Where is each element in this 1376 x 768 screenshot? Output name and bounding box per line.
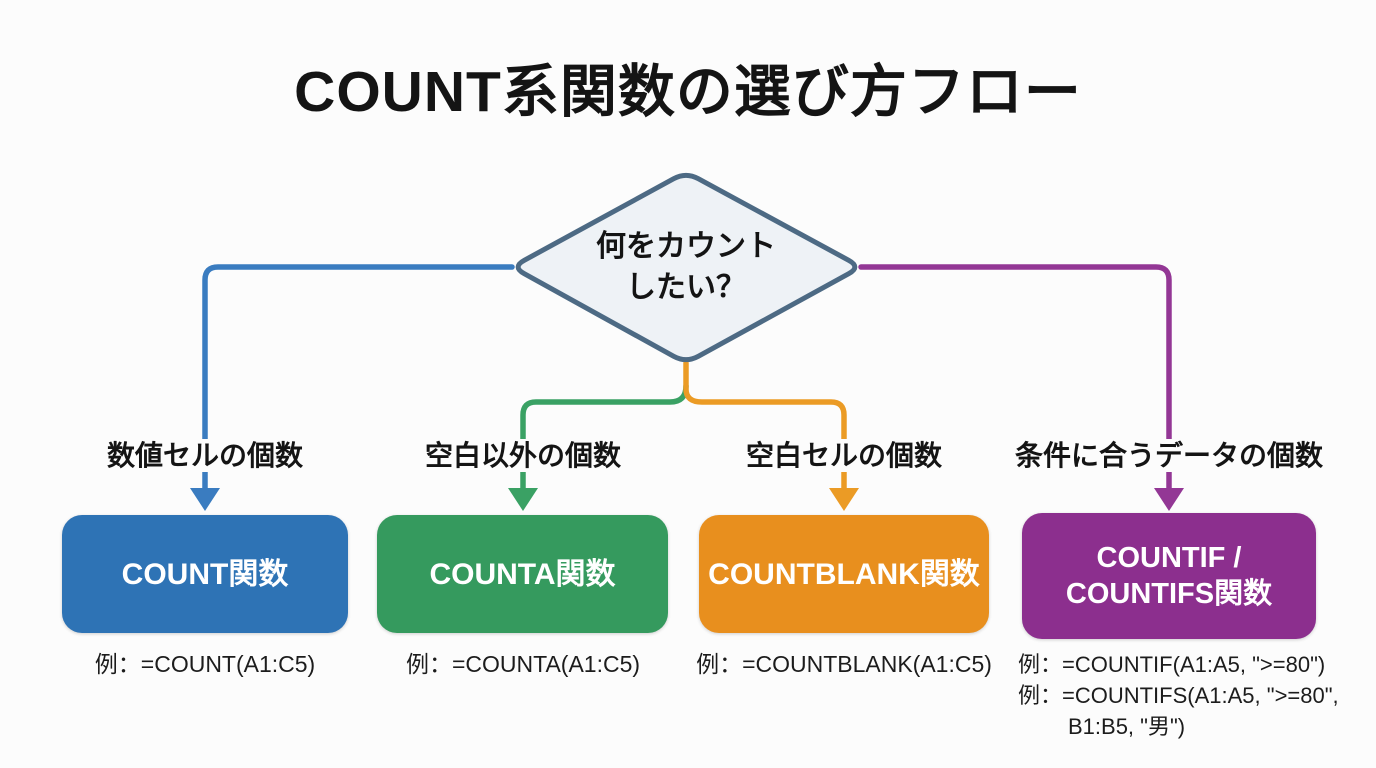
counta-example-line: 例：=COUNTA(A1:C5): [405, 651, 641, 677]
countif-example-line2: 例：=COUNTIFS(A1:A5, ">=80",: [1018, 683, 1339, 708]
countblank-example: 例：=COUNTBLANK(A1:C5): [696, 649, 992, 679]
decision-diamond: [515, 172, 858, 363]
countif-example-line1: 例：=COUNTIF(A1:A5, ">=80"): [1018, 652, 1326, 677]
arrowhead-counta-icon: [508, 488, 538, 511]
countif-box-label: COUNTIF /: [1096, 542, 1242, 574]
connector-count-line: [202, 264, 515, 497]
arrowhead-count-icon: [190, 488, 220, 511]
branch-label-countif: 条件に合うデータの個数: [1007, 439, 1331, 472]
counta-box-label: COUNTA関数: [429, 557, 616, 591]
countif-example-line3: B1:B5, "男"): [1068, 714, 1186, 739]
connector-countblank-line: [683, 360, 847, 497]
countif-example: 例：=COUNTIF(A1:A5, ">=80") 例：=COUNTIFS(A1…: [1018, 649, 1339, 742]
count-function-box: COUNT関数: [62, 515, 348, 633]
branch-label-countblank: 空白セルの個数: [738, 439, 950, 472]
counta-function-box: COUNTA関数: [377, 515, 668, 633]
connector-countif-line: [858, 264, 1172, 497]
decision-text-line2: したい？: [626, 271, 746, 304]
page-title: COUNT系関数の選び方フロー: [294, 60, 1082, 124]
countif-function-box: COUNTIF / COUNTIFS関数: [1022, 513, 1316, 639]
arrowhead-countif-icon: [1154, 488, 1184, 511]
decision-text-line1: 何をカウント: [596, 230, 776, 263]
countif-box-label-2: COUNTIFS関数: [1065, 578, 1273, 610]
counta-example: 例：=COUNTA(A1:C5): [406, 649, 640, 679]
decision-node-text: 何をカウント したい？: [526, 226, 846, 308]
branch-label-count: 数値セルの個数: [99, 439, 311, 472]
count-example-line: 例：=COUNT(A1:C5): [94, 651, 316, 677]
arrowhead-countblank-icon: [829, 488, 859, 511]
branch-label-counta: 空白以外の個数: [417, 439, 629, 472]
count-example: 例：=COUNT(A1:C5): [95, 649, 315, 679]
countblank-box-label: COUNTBLANK関数: [708, 557, 980, 591]
count-box-label: COUNT関数: [121, 557, 289, 591]
countblank-function-box: COUNTBLANK関数: [699, 515, 989, 633]
countblank-example-line: 例：=COUNTBLANK(A1:C5): [696, 651, 992, 677]
